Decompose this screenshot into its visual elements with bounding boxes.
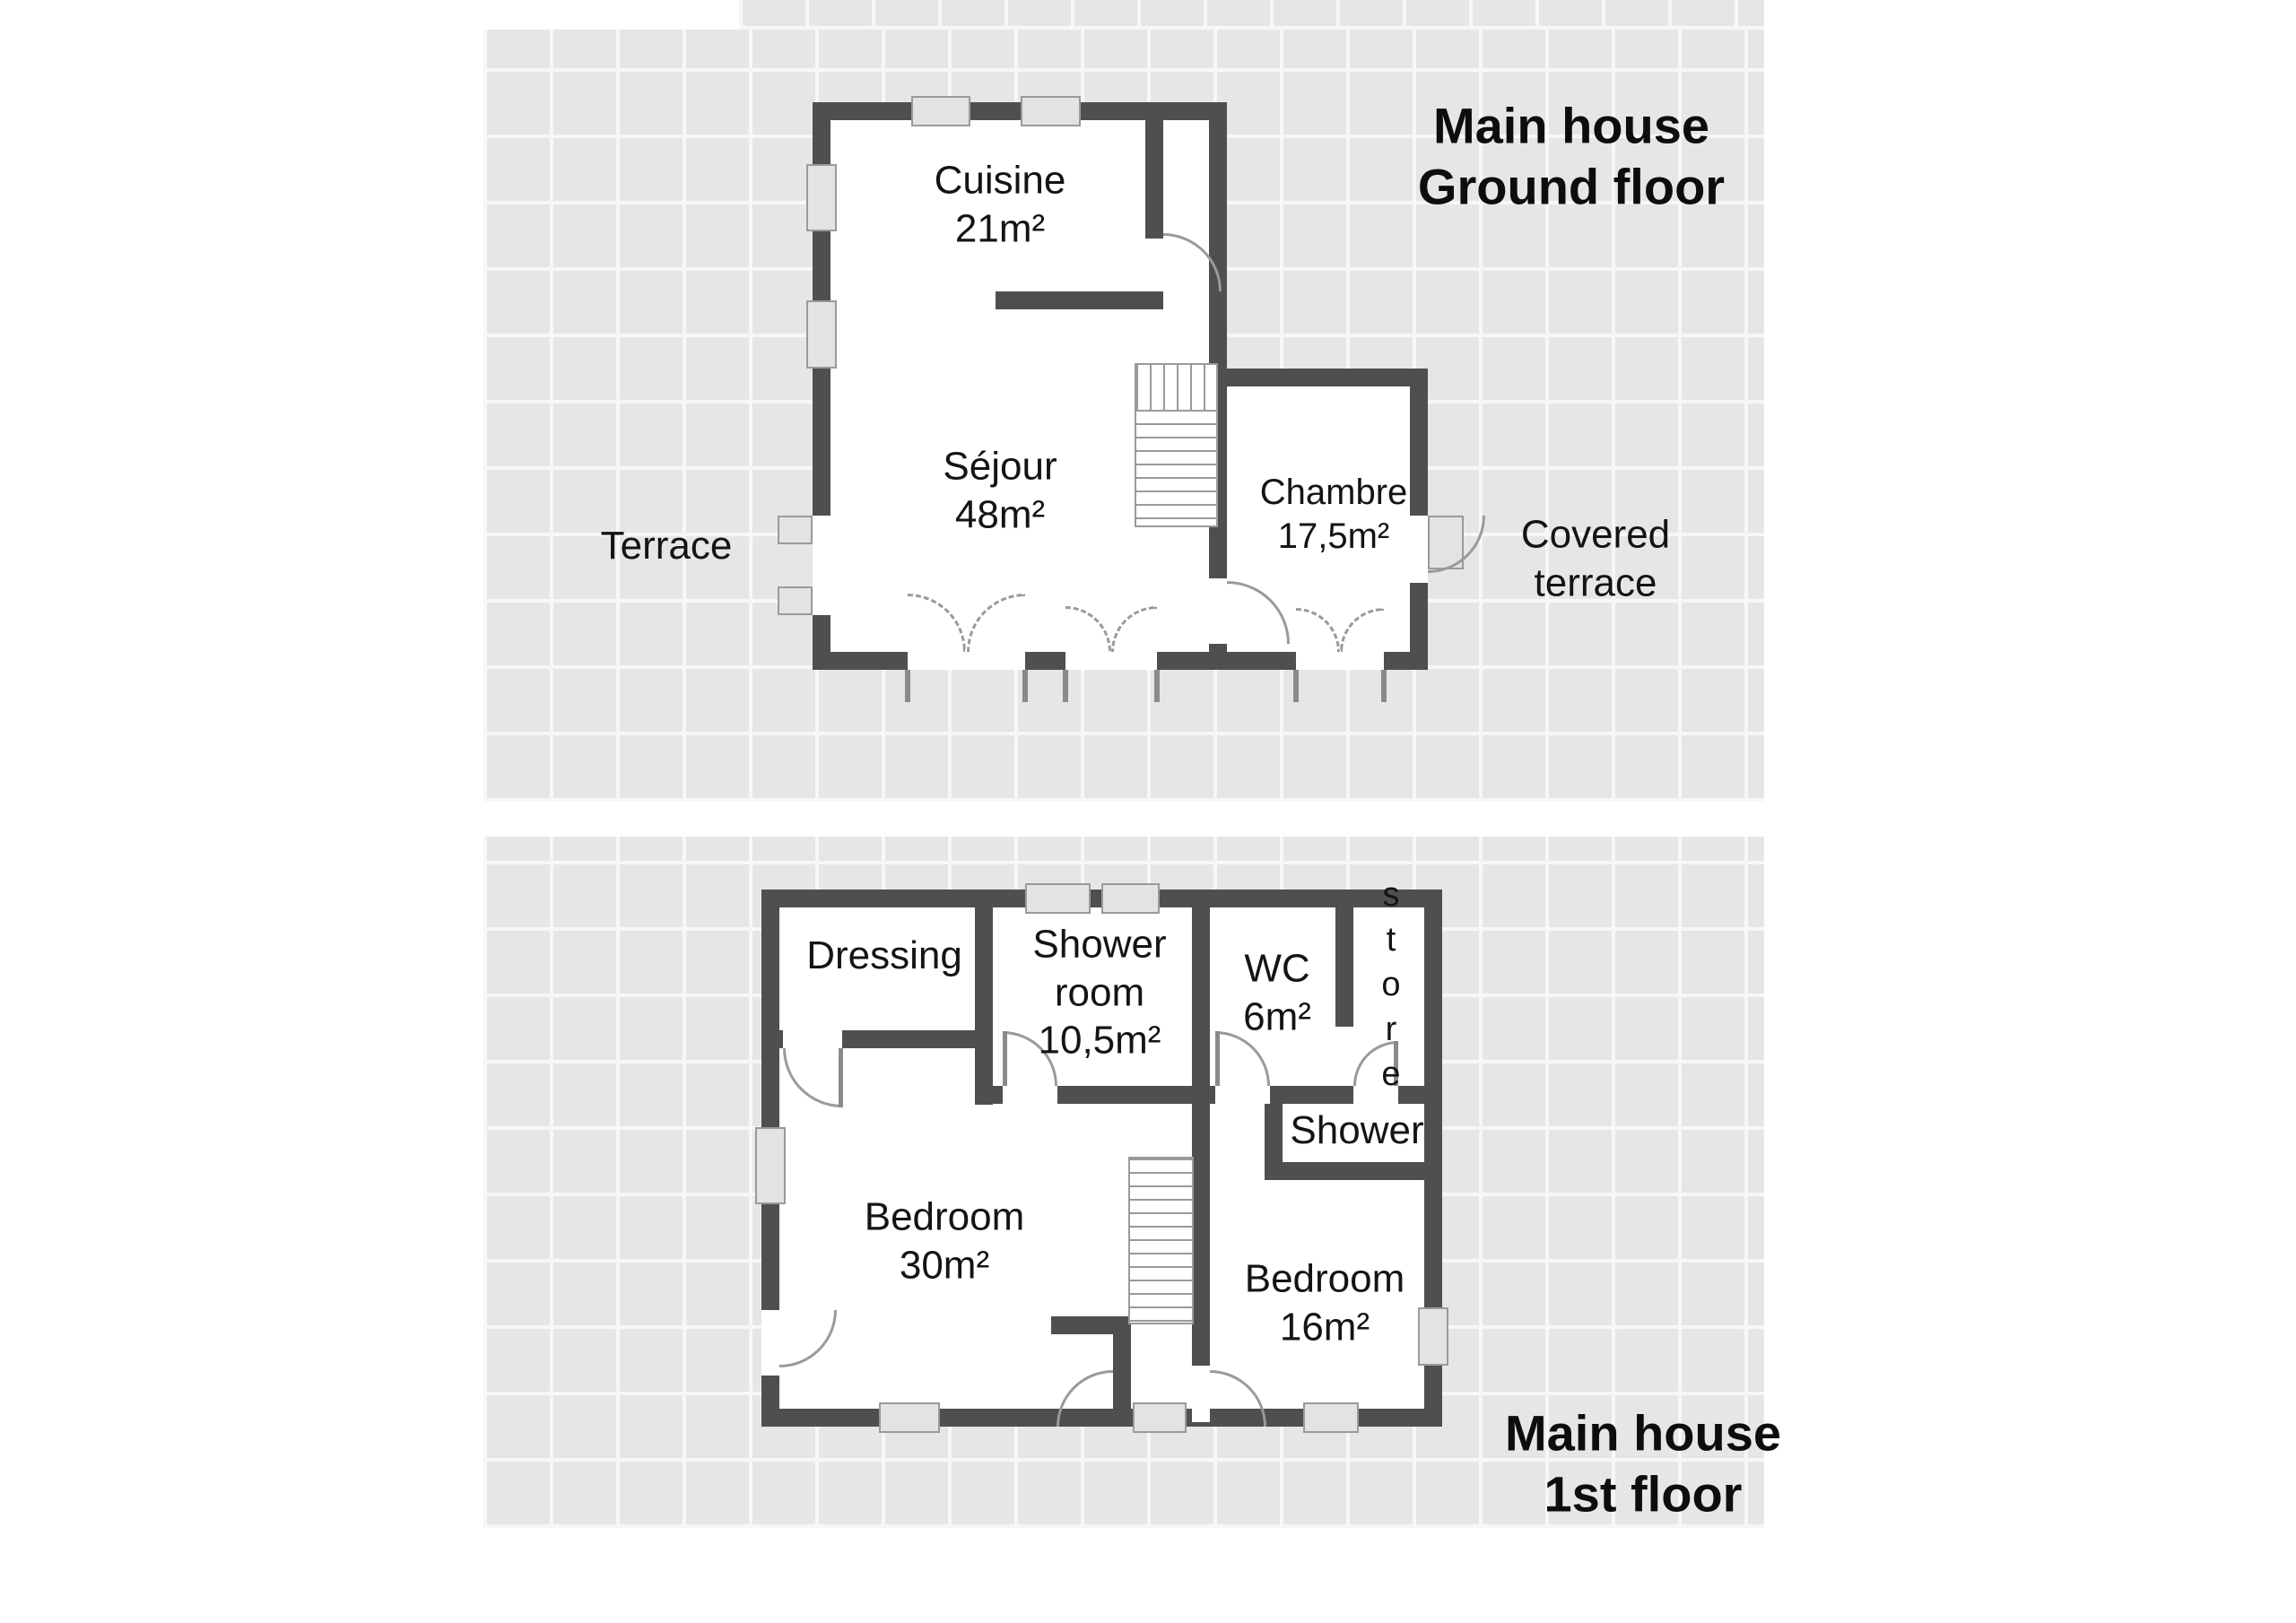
door-leaf bbox=[1003, 1031, 1007, 1086]
room-label-bedroom-16: Bedroom 16m² bbox=[1245, 1254, 1405, 1350]
title-line: Ground floor bbox=[1417, 159, 1726, 215]
window bbox=[806, 300, 837, 369]
window bbox=[879, 1402, 940, 1433]
window bbox=[1025, 883, 1091, 914]
room-label-shower: Shower bbox=[1290, 1107, 1423, 1155]
outside-label-terrace: Terrace bbox=[601, 522, 733, 570]
door-leaf bbox=[1381, 670, 1387, 702]
outside-label-covered-terrace: Covered terrace bbox=[1506, 510, 1685, 606]
room-name: Shower room bbox=[1032, 922, 1167, 1015]
room-label-store: store bbox=[1372, 876, 1410, 1100]
room-name: Bedroom bbox=[864, 1194, 1025, 1239]
room-area: 48m² bbox=[954, 492, 1046, 536]
wall bbox=[975, 890, 993, 1105]
door-opening bbox=[1296, 652, 1384, 670]
room-label-wc: WC 6m² bbox=[1243, 944, 1311, 1040]
door-opening bbox=[1410, 516, 1428, 583]
room-name: store bbox=[1372, 876, 1410, 1100]
door-leaf bbox=[1293, 670, 1299, 702]
door-opening bbox=[1353, 1086, 1398, 1104]
room-label-shower-room: Shower room 10,5m² bbox=[1005, 920, 1194, 1064]
door-opening bbox=[1065, 652, 1157, 670]
title-line: Main house bbox=[1432, 97, 1710, 154]
window bbox=[806, 164, 837, 231]
staircase bbox=[1128, 1157, 1194, 1324]
room-label-chambre: Chambre 17,5m² bbox=[1260, 471, 1408, 559]
window bbox=[1418, 1307, 1448, 1366]
door-opening bbox=[1192, 1366, 1210, 1422]
window bbox=[1101, 883, 1160, 914]
door-leaf bbox=[778, 516, 813, 544]
wall bbox=[1265, 1086, 1283, 1180]
first-floor-panel: Dressing Shower room 10,5m² WC 6m² store… bbox=[483, 837, 1781, 1528]
door-swing-arc bbox=[1428, 516, 1485, 573]
window bbox=[911, 96, 970, 126]
door-leaf bbox=[778, 586, 813, 615]
stair-treads bbox=[1136, 365, 1216, 410]
room-area: 10,5m² bbox=[1038, 1018, 1161, 1063]
door-leaf bbox=[1215, 1031, 1220, 1086]
door-leaf bbox=[1063, 670, 1068, 702]
room-area: 17,5m² bbox=[1277, 516, 1390, 556]
floorplan-title-ground: Main house Ground floor bbox=[1418, 96, 1725, 219]
room-name: Séjour bbox=[943, 444, 1057, 489]
floorplan-title-first: Main house 1st floor bbox=[1505, 1403, 1781, 1526]
door-leaf bbox=[1394, 1041, 1398, 1086]
title-line: 1st floor bbox=[1544, 1466, 1743, 1523]
room-name: Dressing bbox=[806, 933, 962, 978]
door-leaf bbox=[1154, 670, 1160, 702]
wall bbox=[1113, 1316, 1131, 1427]
room-area: 30m² bbox=[899, 1243, 990, 1287]
window bbox=[755, 1127, 786, 1204]
room-name: Cuisine bbox=[934, 158, 1066, 203]
door-opening bbox=[908, 652, 1025, 670]
room-name: WC bbox=[1244, 946, 1310, 991]
door-opening bbox=[783, 1030, 842, 1048]
room-label-cuisine: Cuisine 21m² bbox=[935, 156, 1066, 252]
room-area: 6m² bbox=[1243, 994, 1311, 1038]
wall bbox=[1192, 890, 1210, 1105]
wall bbox=[1335, 890, 1353, 1027]
wall bbox=[1145, 102, 1163, 239]
door-leaf bbox=[1022, 670, 1028, 702]
title-line: Main house bbox=[1504, 1404, 1782, 1462]
window bbox=[1303, 1402, 1359, 1433]
door-opening bbox=[1215, 1086, 1270, 1104]
door-opening bbox=[1209, 578, 1227, 644]
room-name: Shower bbox=[1290, 1108, 1424, 1153]
door-opening bbox=[761, 1310, 779, 1376]
ground-floor-panel-top-strip bbox=[739, 0, 1764, 30]
room-area: 21m² bbox=[954, 206, 1046, 250]
door-leaf bbox=[839, 1048, 843, 1107]
room-name: Bedroom bbox=[1244, 1256, 1405, 1301]
door-leaf bbox=[905, 670, 910, 702]
stair-treads bbox=[1136, 410, 1216, 525]
room-label-bedroom-30: Bedroom 30m² bbox=[865, 1193, 1025, 1289]
room-name: Chambre bbox=[1259, 473, 1408, 513]
room-area: 16m² bbox=[1279, 1305, 1370, 1349]
room-label-sejour: Séjour 48m² bbox=[943, 442, 1057, 538]
first-floor-block bbox=[761, 890, 1442, 1427]
wall bbox=[1265, 1162, 1442, 1180]
outside-label-text: Covered terrace bbox=[1520, 512, 1671, 604]
wall bbox=[1051, 1316, 1131, 1334]
staircase bbox=[1135, 363, 1218, 527]
ground-floor-panel: Cuisine 21m² Séjour 48m² Chambre 17,5m² … bbox=[483, 30, 1764, 802]
outside-label-text: Terrace bbox=[600, 524, 733, 568]
door-opening bbox=[1003, 1086, 1057, 1104]
window bbox=[1021, 96, 1081, 126]
room-label-dressing: Dressing bbox=[806, 932, 962, 980]
window bbox=[1133, 1402, 1187, 1433]
wall bbox=[1192, 1086, 1210, 1427]
door-opening bbox=[813, 516, 831, 615]
wall bbox=[996, 291, 1163, 309]
